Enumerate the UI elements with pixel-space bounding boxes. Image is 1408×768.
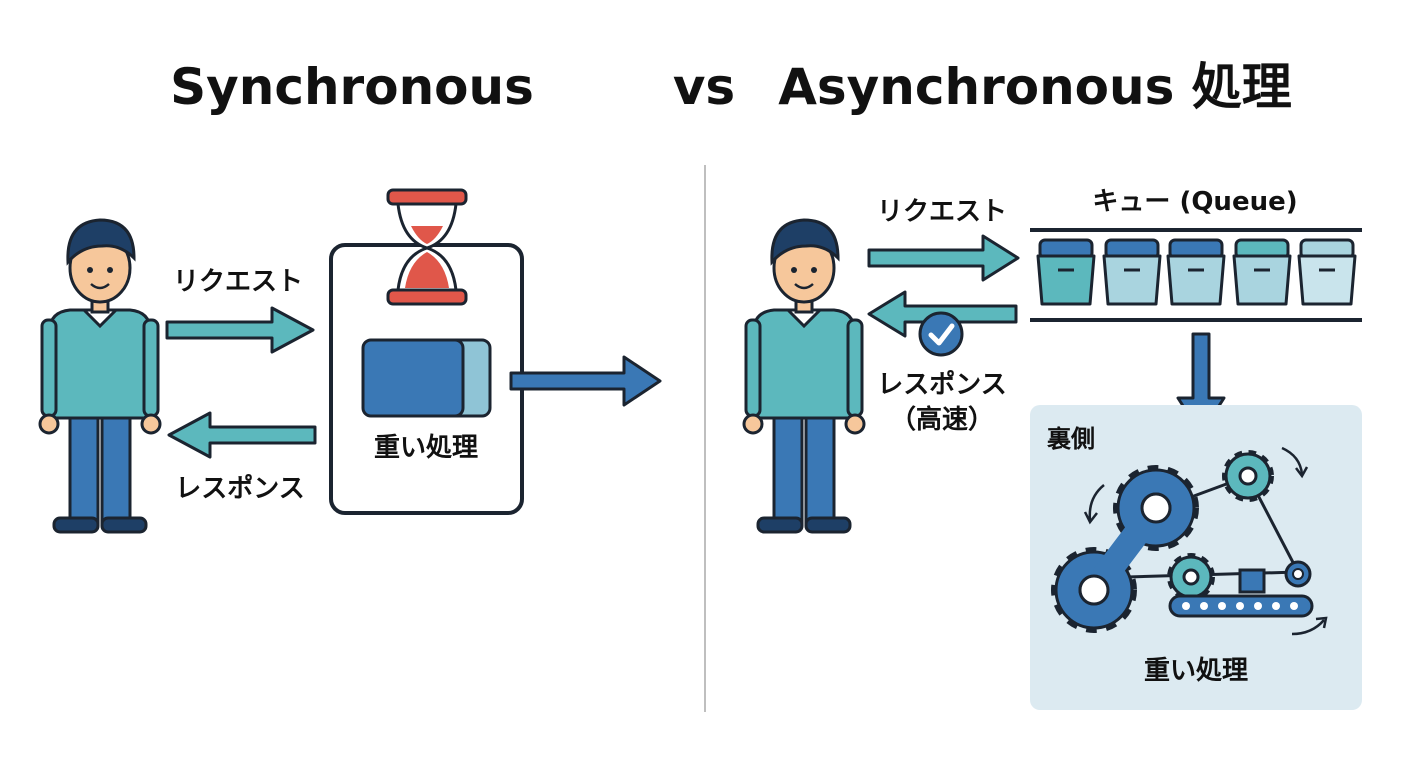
queue-bucket-icon — [1166, 238, 1226, 306]
title-async: Asynchronous 処理 — [778, 58, 1292, 116]
conveyor-icon — [1168, 560, 1314, 618]
title-sync: Synchronous — [170, 58, 534, 116]
server-block-icon — [361, 338, 492, 418]
gear-icon — [1167, 553, 1215, 601]
queue-bucket-icon — [1297, 238, 1357, 306]
queue-bucket-icon — [1232, 238, 1292, 306]
gear-icon — [1222, 450, 1274, 502]
hourglass-icon — [386, 188, 468, 306]
output-arrow-sync — [509, 355, 662, 407]
response-label-async: レスポンス — [877, 369, 1006, 400]
queue-bucket-icon — [1036, 238, 1096, 306]
response-label-async-sub: （高速） — [890, 404, 994, 435]
person-icon-async — [742, 218, 866, 534]
backend-label: 裏側 — [1046, 425, 1095, 453]
title-vs: vs — [673, 58, 735, 116]
processing-box-label: 重い処理 — [374, 433, 478, 463]
queue-label: キュー (Queue) — [1092, 187, 1297, 217]
backend-task-label: 重い処理 — [1144, 656, 1248, 686]
queue-bucket-icon — [1102, 238, 1162, 306]
response-label-sync: レスポンス — [175, 473, 304, 504]
request-label-sync: リクエスト — [173, 267, 303, 297]
check-badge-icon — [918, 311, 964, 357]
request-label-async: リクエスト — [877, 197, 1007, 227]
response-arrow-sync — [167, 411, 317, 459]
request-arrow-sync — [165, 306, 315, 354]
request-arrow-async — [867, 234, 1020, 282]
machinery-icon — [1051, 446, 1328, 636]
person-icon-sync — [38, 218, 162, 534]
